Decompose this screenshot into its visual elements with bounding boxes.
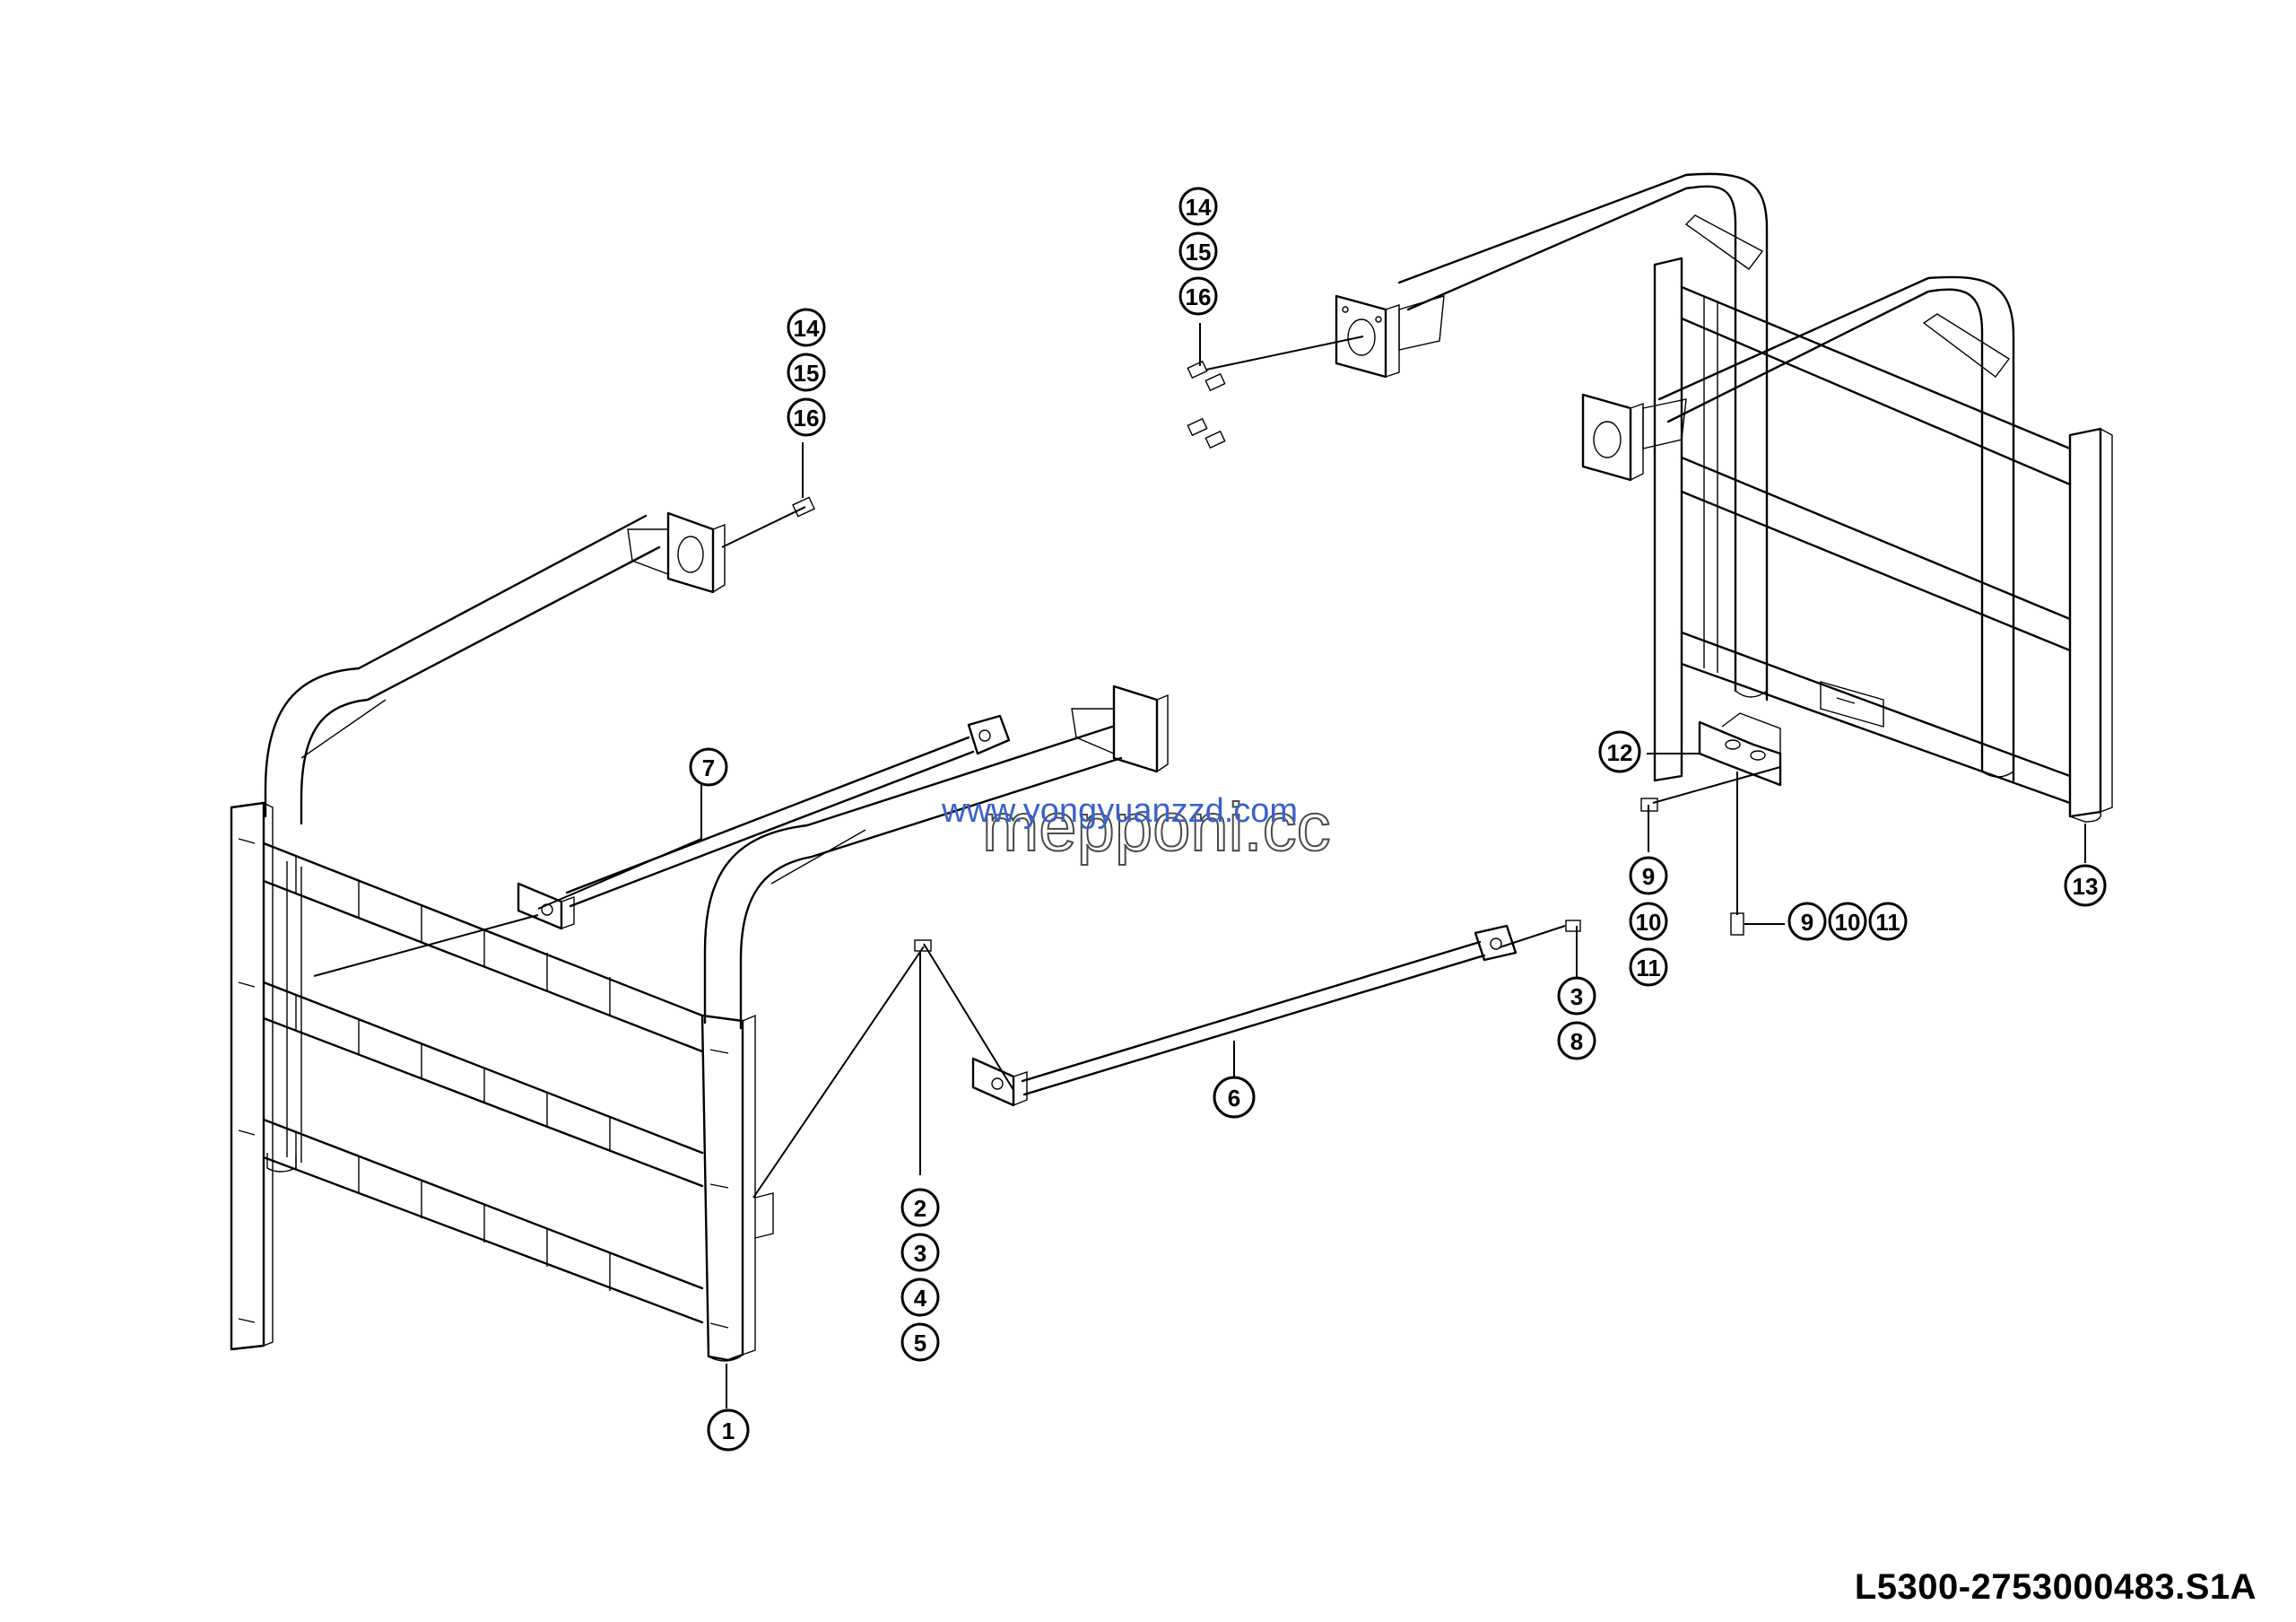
svg-text:11: 11	[1875, 909, 1900, 936]
svg-text:6: 6	[1228, 1085, 1240, 1112]
svg-text:9: 9	[1801, 909, 1813, 936]
watermark-brand: mepponi.cc	[982, 789, 1331, 866]
callout-10-left: 10	[1629, 902, 1668, 941]
callout-12: 12	[1598, 730, 1641, 773]
hardware	[792, 360, 1744, 952]
svg-text:1: 1	[722, 1417, 735, 1444]
callout-4: 4	[900, 1278, 940, 1317]
svg-text:16: 16	[1186, 283, 1212, 310]
callout-11-right: 11	[1868, 902, 1908, 941]
svg-text:3: 3	[914, 1240, 926, 1267]
svg-text:11: 11	[1636, 955, 1661, 981]
svg-text:4: 4	[914, 1285, 927, 1312]
svg-text:13: 13	[2073, 873, 2099, 900]
callout-6: 6	[1213, 1076, 1256, 1119]
callout-14-right: 14	[1178, 187, 1218, 226]
svg-text:15: 15	[794, 360, 820, 387]
callout-15-right: 15	[1178, 231, 1218, 271]
callout-5: 5	[900, 1322, 940, 1362]
callout-16-left: 16	[787, 397, 826, 437]
svg-text:14: 14	[794, 315, 820, 342]
callout-15-left: 15	[787, 353, 826, 392]
svg-text:5: 5	[914, 1330, 926, 1356]
callout-7: 7	[689, 747, 728, 787]
callout-1: 1	[707, 1408, 750, 1452]
svg-text:12: 12	[1607, 739, 1633, 766]
tie-rod-7	[517, 714, 1011, 930]
svg-text:2: 2	[914, 1195, 926, 1222]
callout-3-left: 3	[900, 1233, 940, 1272]
callout-13: 13	[2064, 864, 2107, 907]
svg-text:10: 10	[1636, 909, 1662, 936]
callout-2: 2	[900, 1188, 940, 1227]
svg-text:7: 7	[702, 754, 715, 781]
drawing-code: L5300-2753000483.S1A	[1854, 1567, 2257, 1607]
svg-text:3: 3	[1570, 983, 1583, 1010]
svg-text:15: 15	[1186, 239, 1212, 266]
callout-10-right: 10	[1828, 902, 1867, 941]
svg-text:14: 14	[1186, 194, 1212, 221]
svg-text:10: 10	[1835, 909, 1861, 936]
watermark: mepponi.cc www.yongyuanzzd.com	[941, 789, 1332, 867]
svg-text:8: 8	[1570, 1028, 1583, 1055]
tie-rod-6	[971, 924, 1518, 1107]
callout-14-left: 14	[787, 308, 826, 347]
watermark-url: www.yongyuanzzd.com	[941, 792, 1298, 830]
callout-9-right: 9	[1787, 902, 1827, 941]
svg-text:16: 16	[794, 405, 820, 432]
svg-text:9: 9	[1642, 863, 1655, 890]
left-guard-frame	[230, 511, 1169, 1362]
callout-3-right: 3	[1557, 976, 1596, 1016]
callout-9-left: 9	[1629, 856, 1668, 895]
right-guard-frame	[1335, 172, 2113, 823]
callout-16-right: 16	[1178, 276, 1218, 316]
callout-11-left: 11	[1629, 947, 1668, 987]
callout-8: 8	[1557, 1021, 1596, 1060]
bracket-12	[1698, 712, 1782, 787]
leader-lines	[313, 323, 2086, 1408]
